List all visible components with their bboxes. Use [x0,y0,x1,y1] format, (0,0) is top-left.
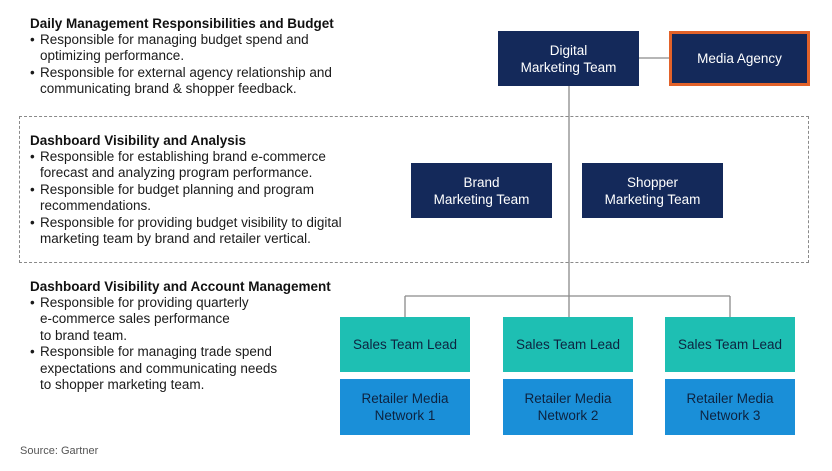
bullet-item: Responsible for providing quarterly e-co… [30,295,331,344]
section-title: Daily Management Responsibilities and Bu… [30,16,334,31]
bullet-item: Responsible for establishing brand e-com… [30,149,342,182]
bullet-item: Responsible for external agency relation… [30,65,334,98]
bullet-item: Responsible for budget planning and prog… [30,182,342,215]
section-account-management: Dashboard Visibility and Account Managem… [30,278,331,393]
digital-marketing-team-box: Digital Marketing Team [498,31,639,86]
section-title: Dashboard Visibility and Analysis [30,133,247,148]
retailer-media-network-box-1: Retailer Media Network 1 [340,379,470,435]
source-note: Source: Gartner [20,445,99,457]
sales-team-lead-box-3: Sales Team Lead [665,317,795,372]
bullet-item: Responsible for providing budget visibil… [30,215,342,248]
bullet-list: Responsible for providing quarterly e-co… [30,295,331,393]
bullet-list: Responsible for establishing brand e-com… [30,149,342,247]
brand-marketing-team-box: Brand Marketing Team [411,163,552,218]
bullet-item: Responsible for managing budget spend an… [30,32,334,65]
section-daily-management: Daily Management Responsibilities and Bu… [30,15,334,98]
bullet-list: Responsible for managing budget spend an… [30,32,334,98]
sales-team-lead-box-1: Sales Team Lead [340,317,470,372]
retailer-media-network-box-2: Retailer Media Network 2 [503,379,633,435]
retailer-media-network-box-3: Retailer Media Network 3 [665,379,795,435]
bullet-item: Responsible for managing trade spend exp… [30,344,331,393]
section-title: Dashboard Visibility and Account Managem… [30,279,331,294]
shopper-marketing-team-box: Shopper Marketing Team [582,163,723,218]
dashboard-visibility-region [19,116,809,263]
section-dashboard-analysis: Dashboard Visibility and Analysis Respon… [30,132,342,247]
media-agency-box: Media Agency [669,31,810,86]
sales-team-lead-box-2: Sales Team Lead [503,317,633,372]
